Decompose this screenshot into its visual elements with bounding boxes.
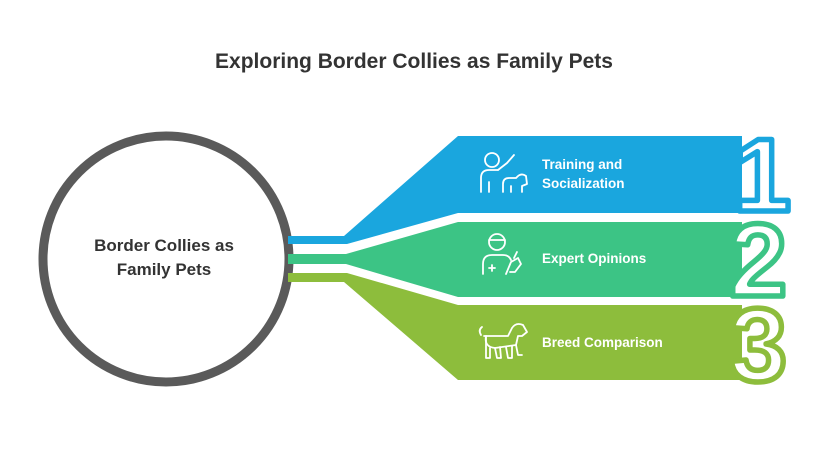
item-label-3: Breed Comparison — [542, 335, 663, 350]
hub-label-line1: Border Collies as — [94, 236, 234, 255]
hub-label-line2: Family Pets — [117, 260, 212, 279]
hub-circle — [38, 131, 294, 387]
dog-icon — [478, 323, 528, 359]
veterinarian-icon — [482, 233, 522, 275]
branch-band-3[interactable] — [288, 273, 742, 380]
item-label-1-line2: Socialization — [542, 176, 625, 191]
person-with-dog-icon — [480, 152, 528, 193]
item-number-3: 3 — [729, 288, 787, 404]
item-number-2: 2 — [729, 203, 787, 319]
item-label-1-line1: Training and — [542, 157, 622, 172]
page-title: Exploring Border Collies as Family Pets — [215, 50, 613, 73]
branch-band-1[interactable] — [288, 136, 742, 244]
item-label-2: Expert Opinions — [542, 251, 646, 266]
item-number-1: 1 — [733, 118, 791, 234]
